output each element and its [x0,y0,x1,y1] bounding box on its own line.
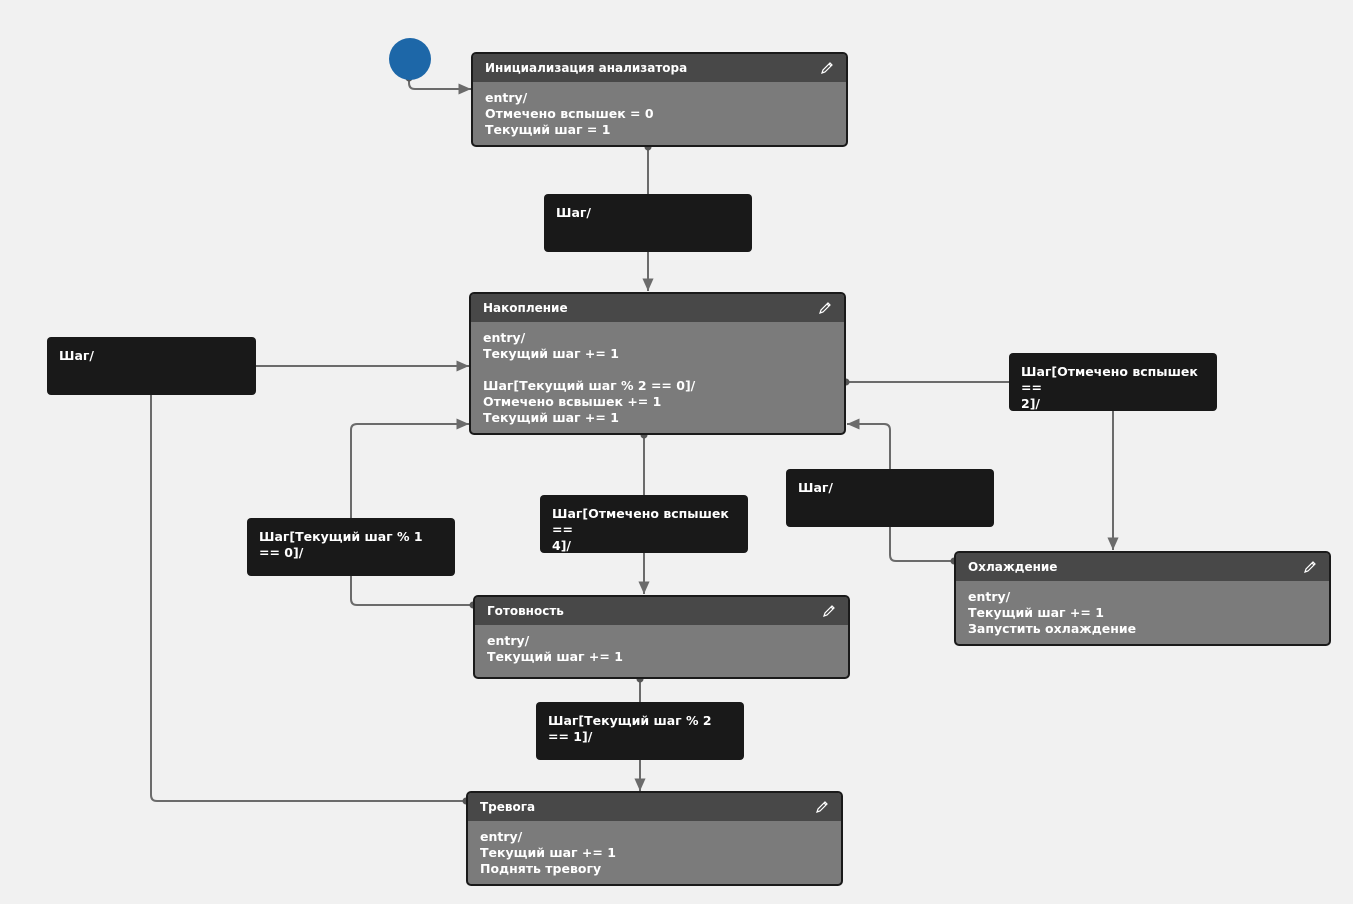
edge-cool-to-accum-arrow [847,418,891,469]
edge-ready-to-accum [350,576,473,606]
state-body: entry/ Отмечено вспышек = 0 Текущий шаг … [485,90,654,137]
state-header: Охлаждение [956,553,1329,581]
pencil-icon[interactable] [1303,560,1317,574]
state-header: Накопление [471,294,844,322]
state-title: Инициализация анализатора [485,61,688,75]
state-body: entry/ Текущий шаг += 1 Поднять тревогу [480,829,616,876]
transition-accum-to-cool[interactable]: Шаг[Отмечено вспышек == 2]/ [1009,353,1217,411]
state-title: Тревога [480,800,536,814]
pencil-icon[interactable] [822,604,836,618]
state-title: Накопление [483,301,568,315]
state-cool[interactable]: Охлаждение entry/ Текущий шаг += 1 Запус… [954,551,1331,646]
state-accum[interactable]: Накопление entry/ Текущий шаг += 1 Шаг[Т… [469,292,846,435]
pencil-icon[interactable] [820,61,834,75]
state-header: Готовность [475,597,848,625]
pencil-icon[interactable] [818,301,832,315]
initial-state[interactable] [389,38,431,80]
state-header: Тревога [468,793,841,821]
state-header: Инициализация анализатора [473,54,846,82]
state-title: Охлаждение [968,560,1058,574]
edge-ready-to-accum-arrow [350,418,469,518]
edge-cool-to-accum [889,527,954,562]
state-alarm[interactable]: Тревога entry/ Текущий шаг += 1 Поднять … [466,791,843,886]
state-body: entry/ Текущий шаг += 1 [487,633,623,664]
transition-ready-to-accum[interactable]: Шаг[Текущий шаг % 1 == 0]/ [247,518,455,576]
transition-left-to-alarm[interactable]: Шаг/ [47,337,256,395]
transition-accum-to-ready[interactable]: Шаг[Отмечено вспышек == 4]/ [540,495,748,553]
state-body: entry/ Текущий шаг += 1 Запустить охлажд… [968,589,1137,636]
edge-initial-to-init [408,78,471,95]
transition-init-to-accum[interactable]: Шаг/ [544,194,752,252]
state-title: Готовность [487,604,564,618]
transition-cool-to-accum[interactable]: Шаг/ [786,469,994,527]
state-init[interactable]: Инициализация анализатора entry/ Отмечен… [471,52,848,147]
edge-left-to-alarm [150,395,466,802]
state-body: entry/ Текущий шаг += 1 Шаг[Текущий шаг … [483,330,696,425]
state-ready[interactable]: Готовность entry/ Текущий шаг += 1 [473,595,850,679]
pencil-icon[interactable] [815,800,829,814]
transition-ready-to-alarm[interactable]: Шаг[Текущий шаг % 2 == 1]/ [536,702,744,760]
